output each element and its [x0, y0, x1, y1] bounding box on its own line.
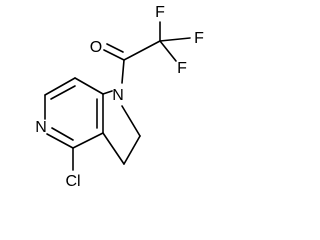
bond-n5-c4-inner [51, 127, 74, 141]
atom-label-nitrogen-pyridine: N [35, 119, 47, 136]
bond-cf3-f-lower [159, 40, 177, 62]
bond-c7a-c7 [74, 77, 104, 95]
atom-label-chlorine: Cl [65, 173, 80, 190]
bond-c4-c3a [72, 132, 104, 149]
bond-n1-c2 [121, 105, 141, 137]
atom-label-f-right: F [194, 30, 204, 47]
bond-c7-c6-inner [50, 85, 76, 100]
bond-n5-c4 [46, 133, 74, 149]
atom-label-f-lower: F [177, 60, 187, 77]
atom-label-nitrogen-pyrrolidine: N [112, 87, 124, 104]
bond-c7a-n1 [102, 90, 113, 95]
bond-c7-c6 [44, 77, 76, 96]
bond-n1-carbonyl [121, 59, 125, 84]
bond-cf3-f-right [159, 37, 191, 42]
chemical-structure: F F F O N N Cl [35, 4, 204, 190]
bond-carbonyl-oxygen-inner [106, 43, 124, 53]
bond-carbonyl-cf3 [123, 40, 161, 61]
bond-c2-c3 [123, 135, 141, 165]
bond-c3-c3a [102, 132, 125, 165]
atom-label-oxygen: O [90, 39, 102, 56]
bond-carbonyl-oxygen [103, 49, 125, 61]
atom-label-f-top: F [155, 4, 165, 21]
